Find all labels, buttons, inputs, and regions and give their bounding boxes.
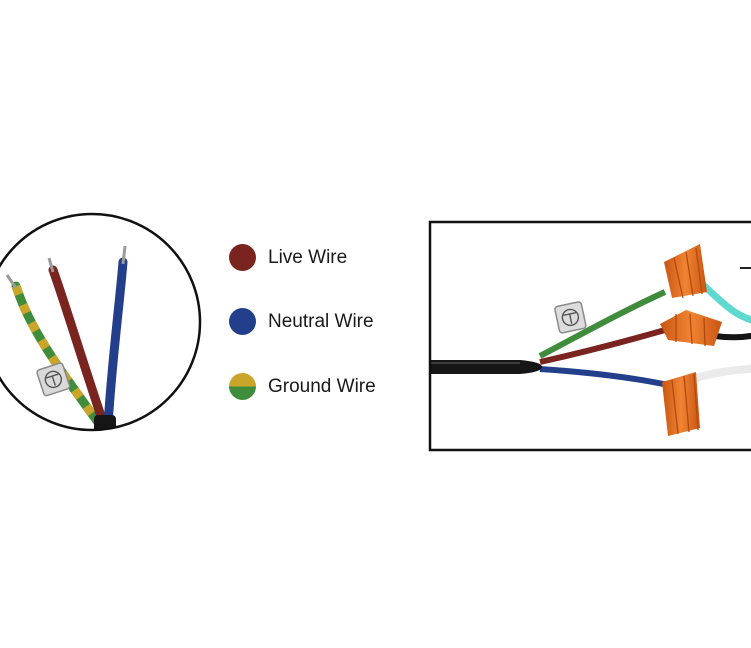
wire-connector-middle [660, 310, 722, 347]
ground-wire-connected [538, 289, 667, 359]
live-wire-connected [539, 327, 666, 365]
cable-closeup-circle [0, 212, 202, 432]
neutral-wire-connected [539, 366, 669, 388]
earth-ground-icon [554, 301, 587, 334]
wire-connector-bottom [662, 372, 700, 436]
live-wire-closeup [48, 265, 109, 430]
earth-ground-icon [36, 362, 71, 397]
wire-connector-top [664, 244, 707, 299]
cable-sheath-closeup [94, 415, 116, 430]
neutral-wire-closeup [103, 257, 128, 430]
connected-cable-panel [428, 220, 751, 452]
